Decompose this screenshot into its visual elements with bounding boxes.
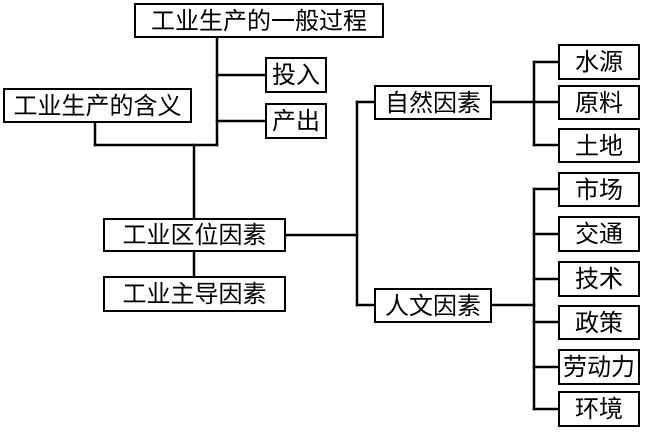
node-output: 产出 xyxy=(265,103,327,139)
node-input: 投入 xyxy=(265,57,327,93)
node-meaning: 工业生产的含义 xyxy=(3,88,192,123)
node-general-process: 工业生产的一般过程 xyxy=(134,3,384,38)
node-land: 土地 xyxy=(558,128,640,163)
node-environment: 环境 xyxy=(558,391,640,427)
node-raw-materials: 原料 xyxy=(558,85,640,120)
node-market: 市场 xyxy=(558,172,640,207)
node-policy: 政策 xyxy=(558,305,640,340)
node-water-source: 水源 xyxy=(558,44,640,80)
node-labor: 劳动力 xyxy=(558,349,640,385)
node-dominant-factors: 工业主导因素 xyxy=(103,276,286,312)
node-transport: 交通 xyxy=(558,216,640,252)
node-technology: 技术 xyxy=(558,261,640,297)
node-human-factors: 人文因素 xyxy=(374,288,492,323)
node-location-factors: 工业区位因素 xyxy=(103,218,286,252)
node-natural-factors: 自然因素 xyxy=(374,85,492,120)
